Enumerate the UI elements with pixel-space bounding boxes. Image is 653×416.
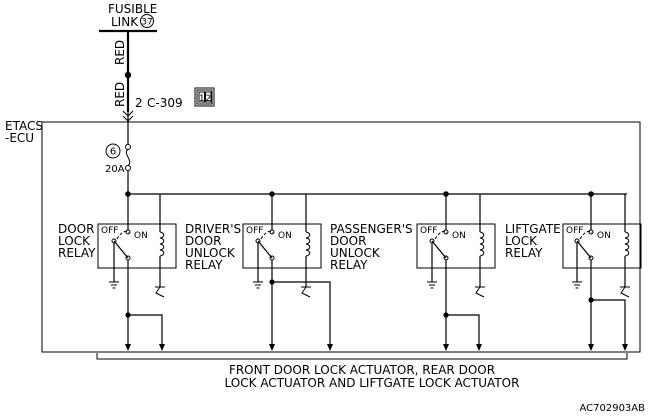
wire-color-upper: RED — [113, 40, 127, 65]
relay-label-line: LOCK — [58, 234, 91, 248]
figure-code: AC702903AB — [579, 403, 645, 414]
relay-off-label: OFF — [420, 226, 437, 236]
ecu-boundary — [41, 121, 641, 353]
relay-on-contact — [443, 229, 449, 235]
relay-branch-wire — [128, 314, 163, 345]
fuse-rating: 20A — [105, 164, 125, 175]
relay-off-label: OFF — [566, 226, 583, 236]
relay-label-line: UNLOCK — [185, 246, 236, 260]
ecu-driver-icon — [155, 286, 165, 298]
relay-off-label: OFF — [246, 226, 263, 236]
relay-switch-arm — [257, 240, 273, 259]
relay-branch-wire — [591, 299, 626, 345]
etacs-ecu: ETACS -ECU — [5, 119, 641, 353]
fuse-6: 6 20A — [105, 143, 131, 194]
splice-point — [124, 71, 132, 79]
ecu-driver-icon — [301, 286, 311, 298]
relay-label-line: RELAY — [58, 246, 96, 260]
fusible-link-label-line1: FUSIBLE — [108, 2, 157, 16]
relay-box — [242, 223, 322, 269]
relay-label-line: RELAY — [185, 258, 223, 272]
arrow-down-icon — [588, 344, 594, 351]
fusible-link-number: 37 — [141, 18, 152, 28]
relay-coil-icon — [305, 231, 311, 257]
relay-label-line: UNLOCK — [330, 246, 381, 260]
relay-actuation-dash — [434, 231, 448, 240]
actuator-label-line2: LOCK ACTUATOR AND LIFTGATE LOCK ACTUATOR — [225, 376, 520, 390]
relay-actuation-dash — [116, 231, 130, 240]
relay-on-label: ON — [278, 231, 292, 241]
relay-label-line: DRIVER'S — [185, 222, 241, 236]
relay-on-label: ON — [134, 231, 148, 241]
relay-on-contact — [125, 229, 131, 235]
relay-on-contact — [269, 229, 275, 235]
relay-box — [97, 223, 177, 269]
relay-on-label: ON — [452, 231, 466, 241]
relay-box — [562, 223, 642, 269]
actuator-bracket-line — [96, 353, 628, 360]
fuse-terminal-bottom — [125, 165, 131, 171]
connector-id: C-309 — [147, 96, 183, 110]
connector-c309: 2 C-309 1 2 — [135, 87, 215, 110]
relay-label-line: RELAY — [330, 258, 368, 272]
fuse-number-circle — [105, 143, 121, 159]
arrow-down-icon — [125, 344, 131, 351]
relay-label-line: LIFTGATE — [505, 222, 561, 236]
relay-label-line: DOOR — [58, 222, 94, 236]
main-feed-wire: RED RED — [113, 31, 134, 145]
relay-label-line: DOOR — [330, 234, 366, 248]
relay-label-line: LOCK — [505, 234, 538, 248]
fusible-link-label-line2: LINK — [111, 15, 139, 29]
relay-branch-wire — [272, 281, 331, 345]
fuse-element-icon — [125, 149, 131, 166]
relay-on-contact — [588, 229, 594, 235]
relay-on-label: ON — [597, 231, 611, 241]
relay-coil-icon — [624, 231, 630, 257]
relay-switch-arm — [113, 240, 129, 259]
arrow-down-icon — [269, 344, 275, 351]
arrow-down-icon — [159, 344, 165, 351]
ecu-driver-icon — [475, 286, 485, 298]
relay-label-line: PASSENGER'S — [330, 222, 413, 236]
ecu-driver-icon — [620, 286, 630, 298]
ground-icon — [427, 281, 437, 289]
ecu-label-line2: -ECU — [5, 131, 34, 145]
relay-coil-icon — [479, 231, 485, 257]
ground-icon — [572, 281, 582, 289]
connector-pin-2: 2 — [205, 94, 211, 104]
connector-pin: 2 — [135, 96, 143, 110]
relay-branch-wire — [446, 314, 480, 345]
actuator-bracket: FRONT DOOR LOCK ACTUATOR, REAR DOOR LOCK… — [96, 353, 628, 390]
wire-color-lower: RED — [113, 82, 127, 107]
relay-actuation-dash — [579, 231, 593, 240]
relay-actuation-dash — [260, 231, 274, 240]
ecu-label-line1: ETACS — [5, 119, 43, 133]
fusible-link-number-circle — [140, 14, 154, 28]
arrow-down-icon — [476, 344, 482, 351]
arrow-down-icon — [443, 344, 449, 351]
relay-label-line: DOOR — [185, 234, 221, 248]
actuator-label-line1: FRONT DOOR LOCK ACTUATOR, REAR DOOR — [229, 363, 495, 377]
connector-pin-1: 1 — [199, 94, 205, 104]
ground-icon — [109, 281, 119, 289]
arrow-down-icon — [622, 344, 628, 351]
relay-box — [416, 223, 496, 269]
relay-switch-arm — [576, 240, 592, 259]
relay-coil-icon — [159, 231, 165, 257]
relay-switch-arm — [431, 240, 447, 259]
fuse-number: 6 — [110, 147, 116, 158]
connector-pinout-icon: 1 2 — [194, 87, 215, 107]
ground-icon — [253, 281, 263, 289]
relay-label-line: RELAY — [505, 246, 543, 260]
relay-off-label: OFF — [101, 226, 118, 236]
fusible-link: FUSIBLE LINK 37 — [99, 2, 157, 33]
fuse-terminal-top — [125, 144, 131, 150]
arrow-down-icon — [327, 344, 333, 351]
